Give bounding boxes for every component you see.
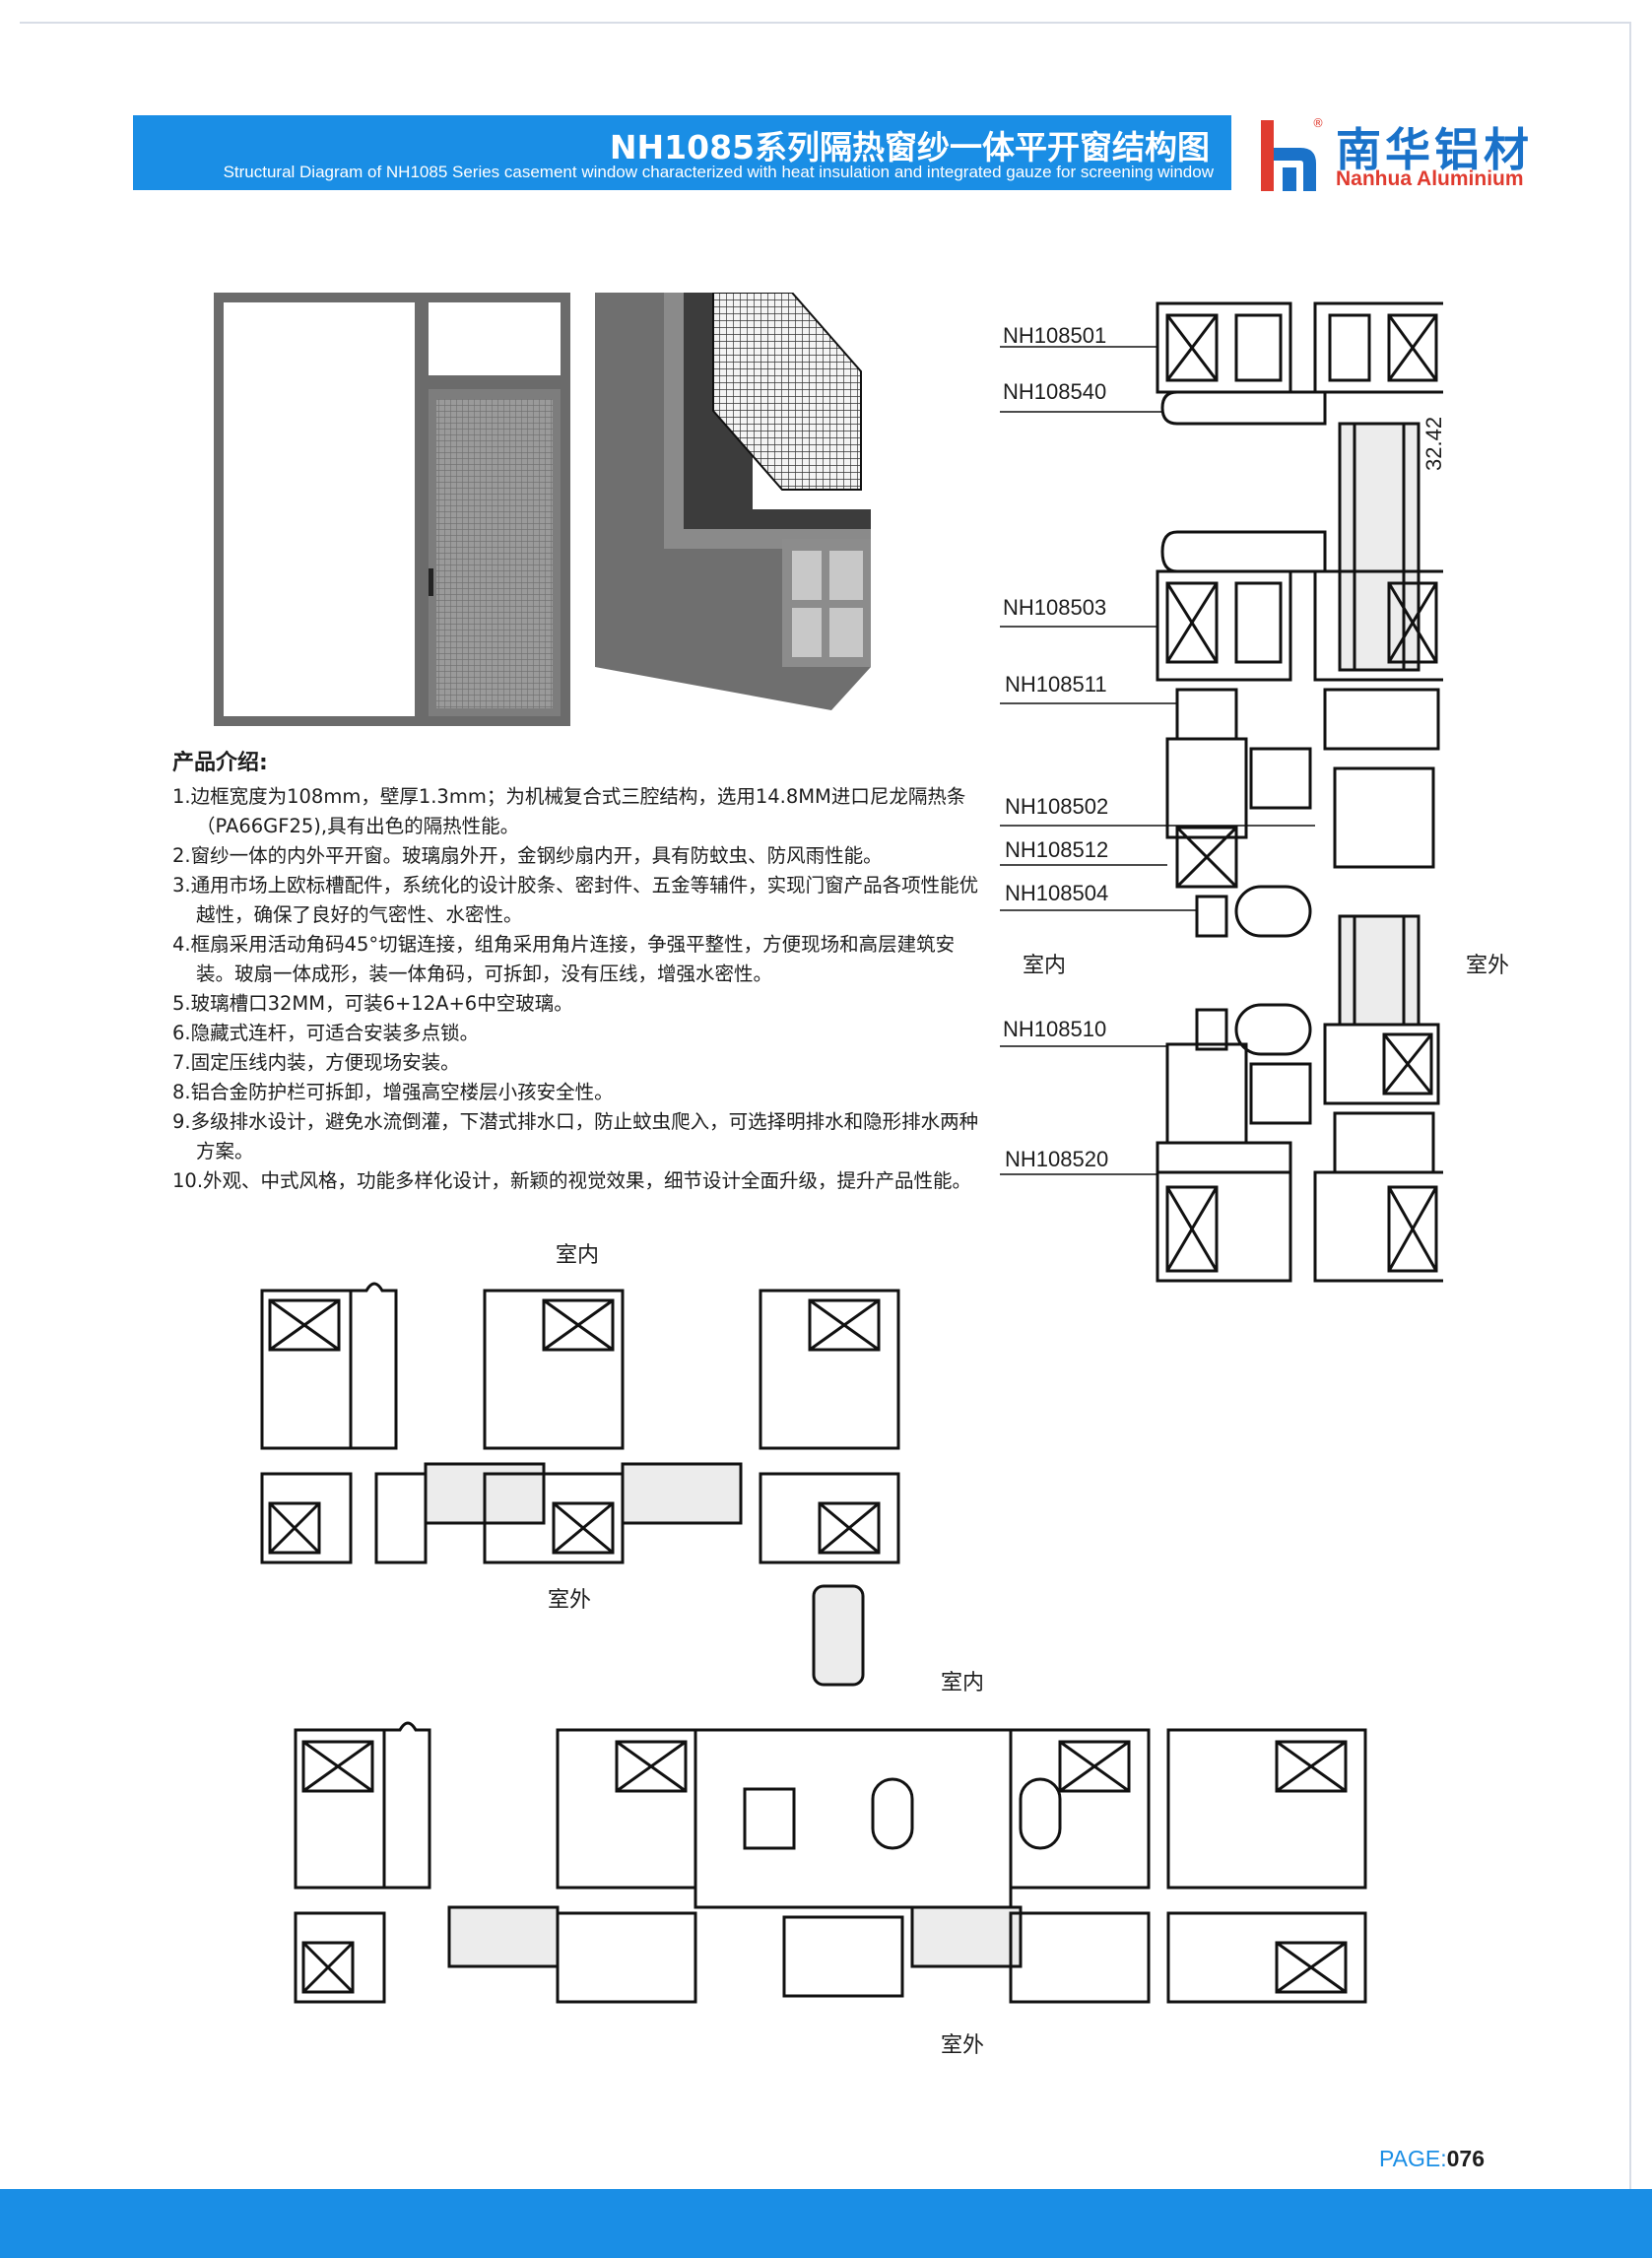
outdoor-label-section1: 室外: [548, 1588, 592, 1613]
corner-cutaway-image: [595, 293, 871, 710]
profile-label-nh108504: NH108504: [1005, 881, 1109, 905]
outdoor-label-right: 室外: [1466, 954, 1510, 978]
profile-label-nh108502: NH108502: [1005, 794, 1109, 819]
intro-item: 3.通用市场上欧标槽配件，系统化的设计胶条、密封件、五金等辅件，实现门窗产品各项…: [172, 874, 979, 926]
indoor-label-section1: 室内: [556, 1243, 600, 1268]
dimension-label: 32.42: [1421, 416, 1446, 471]
intro-item: 1.边框宽度为108mm，壁厚1.3mm；为机械复合式三腔结构，选用14.8MM…: [172, 785, 966, 837]
brand-logo: ® 南华铝材 Nanhua Aluminium: [1261, 116, 1547, 195]
profile-label-nh108520: NH108520: [1005, 1147, 1109, 1171]
page-title: NH1085系列隔热窗纱一体平开窗结构图: [609, 128, 1210, 166]
outdoor-label-section2: 室外: [941, 2033, 985, 2058]
page-number: PAGE:076: [1379, 2146, 1485, 2172]
intro-item: 5.玻璃槽口32MM，可装6+12A+6中空玻璃。: [172, 992, 573, 1015]
profile-label-nh108540: NH108540: [1003, 379, 1107, 404]
page-number-value: 076: [1446, 2146, 1485, 2171]
logo-english: Nanhua Aluminium: [1336, 167, 1524, 190]
page-border-right: [1629, 22, 1631, 2189]
intro-item: 9.多级排水设计，避免水流倒灌，下潜式排水口，防止蚊虫爬入，可选择明排水和隐形排…: [172, 1110, 979, 1162]
profile-label-nh108501: NH108501: [1003, 323, 1107, 348]
intro-title: 产品介绍:: [172, 751, 268, 775]
intro-item: 10.外观、中式风格，功能多样化设计，新颖的视觉效果，细节设计全面升级，提升产品…: [172, 1169, 972, 1192]
horizontal-section-2-drawing: [294, 1584, 1367, 2004]
header-banner: NH1085系列隔热窗纱一体平开窗结构图 Structural Diagram …: [133, 115, 1231, 190]
vertical-section-drawing: [1000, 301, 1443, 1283]
intro-item: 2.窗纱一体的内外平开窗。玻璃扇外开，金钢纱扇内开，具有防蚊虫、防风雨性能。: [172, 844, 883, 867]
page-border-top: [20, 22, 1631, 24]
page-subtitle: Structural Diagram of NH1085 Series case…: [223, 163, 1214, 181]
logo-mark-icon: [1261, 120, 1316, 191]
logo-chinese: 南华铝材: [1336, 123, 1533, 176]
product-intro: 产品介绍: 1.边框宽度为108mm，壁厚1.3mm；为机械复合式三腔结构，选用…: [172, 749, 990, 1196]
footer-bar: [0, 2189, 1652, 2258]
profile-label-nh108503: NH108503: [1003, 595, 1107, 620]
horizontal-section-1-drawing: [260, 1282, 900, 1564]
profile-label-nh108511: NH108511: [1005, 672, 1107, 697]
indoor-label-right: 室内: [1023, 954, 1067, 978]
window-elevation-image: [214, 293, 570, 726]
profile-label-nh108512: NH108512: [1005, 837, 1109, 862]
intro-item: 8.铝合金防护栏可拆卸，增强高空楼层小孩安全性。: [172, 1081, 614, 1103]
intro-item: 4.框扇采用活动角码45°切锯连接，组角采用角片连接，争强平整性，方便现场和高层…: [172, 933, 956, 985]
intro-item: 6.隐藏式连杆，可适合安装多点锁。: [172, 1022, 480, 1044]
profile-label-nh108510: NH108510: [1003, 1017, 1107, 1041]
registered-mark: ®: [1312, 116, 1324, 130]
page-label: PAGE:: [1379, 2146, 1447, 2171]
indoor-label-section2: 室内: [941, 1671, 985, 1695]
intro-item: 7.固定压线内装，方便现场安装。: [172, 1051, 460, 1074]
